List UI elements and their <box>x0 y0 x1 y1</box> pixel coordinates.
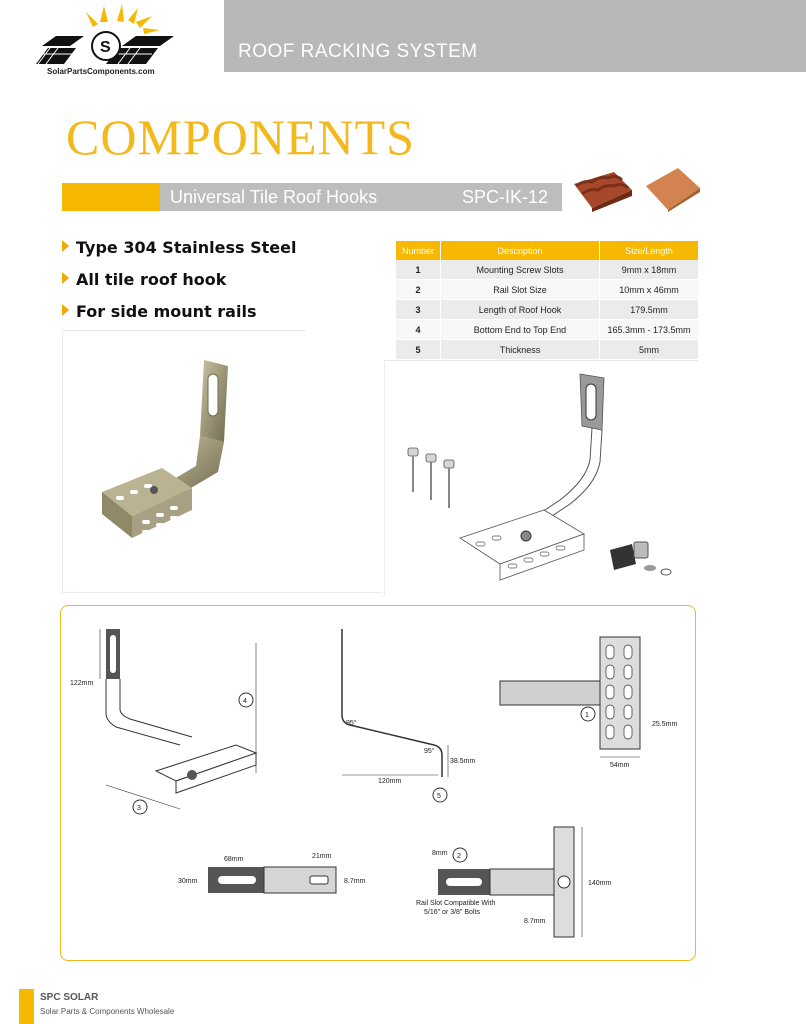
header-size: Size/Length <box>599 241 699 260</box>
dim-21: 21mm <box>312 853 332 860</box>
rail-note-1: Rail Slot Compatible With <box>416 900 495 907</box>
logo-letter: S <box>100 39 111 56</box>
dim-8: 8mm <box>432 850 448 857</box>
callout-3: 3 <box>137 805 141 812</box>
callout-2: 2 <box>457 853 461 860</box>
header-number: Number <box>396 241 441 260</box>
divider <box>62 330 63 592</box>
roof-hook-photo <box>102 360 228 538</box>
red-tile-image <box>574 172 632 212</box>
orange-tile-image <box>646 168 700 212</box>
callout-5: 5 <box>437 793 441 800</box>
dim-side-8-7: 8.7mm <box>524 918 546 925</box>
feature-item: Type 304 Stainless Steel <box>62 238 296 257</box>
product-name: Universal Tile Roof Hooks <box>170 187 378 207</box>
arrow-icon <box>62 304 69 316</box>
callout-1: 1 <box>585 712 589 719</box>
dim-68: 68mm <box>224 856 244 863</box>
dim-38-5: 38.5mm <box>450 758 475 765</box>
sun-logo-icon: S <box>36 4 174 65</box>
page-title: COMPONENTS <box>66 109 415 165</box>
divider <box>384 360 698 361</box>
table-header-row: Number Description Size/Length <box>396 241 699 260</box>
dimension-drawings: 122mm 4 3 95° 95° 120mm 38.5mm 5 1 25.5m… <box>70 629 677 938</box>
divider <box>384 360 385 596</box>
rail-note-2: 5/16" or 3/8" Bolts <box>424 909 480 916</box>
angle-b: 95° <box>424 747 435 755</box>
header-title: ROOF RACKING SYSTEM <box>238 41 478 62</box>
dim-8-7: 8.7mm <box>344 878 366 885</box>
dim-25-5: 25.5mm <box>652 721 677 728</box>
angle-a: 95° <box>346 719 357 727</box>
roof-hook-drawing <box>407 373 672 581</box>
dim-120: 120mm <box>378 778 402 785</box>
band-accent <box>62 183 160 211</box>
header-description: Description <box>440 241 600 260</box>
feature-item: For side mount rails <box>62 302 256 321</box>
arrow-icon <box>62 240 69 252</box>
divider <box>62 592 382 593</box>
dimension-drawing-box <box>60 605 696 961</box>
dim-140: 140mm <box>588 880 612 887</box>
header-bar <box>224 0 806 72</box>
product-code: SPC-IK-12 <box>462 187 549 207</box>
footer-tagline: Solar Parts & Components Wholesale <box>40 1007 175 1016</box>
divider <box>62 330 306 331</box>
dim-54: 54mm <box>610 762 630 769</box>
footer-brand: SPC SOLAR <box>40 992 99 1003</box>
footer-accent-bar <box>19 989 34 1024</box>
product-band <box>160 183 562 211</box>
arrow-icon <box>62 272 69 284</box>
dim-30: 30mm <box>178 878 198 885</box>
logo-text: SolarPartsComponents.com <box>47 67 155 76</box>
dim-122: 122mm <box>70 680 94 687</box>
callout-4: 4 <box>243 698 247 705</box>
feature-item: All tile roof hook <box>62 270 226 289</box>
